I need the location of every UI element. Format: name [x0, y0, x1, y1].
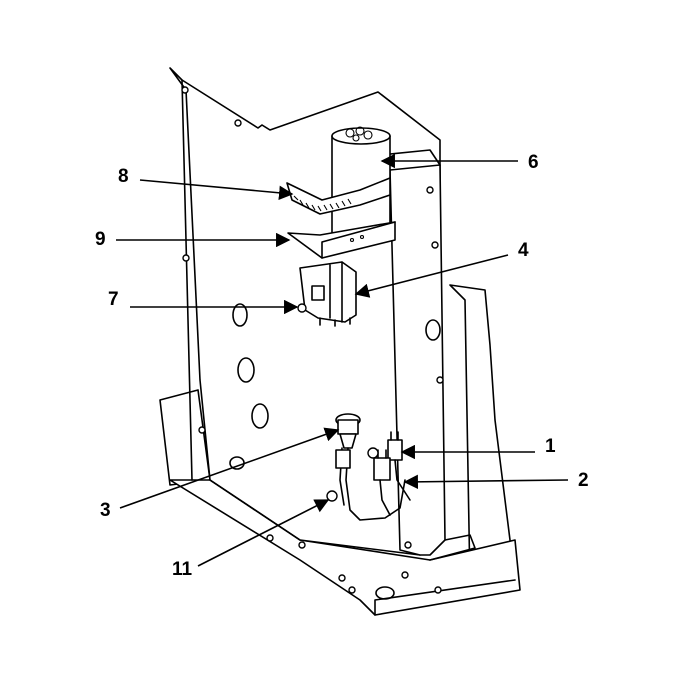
callout-4: 4 — [518, 240, 529, 261]
callout-9: 9 — [95, 229, 106, 250]
leader-11 — [197, 499, 330, 567]
callout-labels: 1 2 3 4 6 7 8 9 11 — [95, 152, 589, 580]
mounting-screws — [181, 86, 444, 594]
leader-3 — [119, 427, 340, 509]
mounting-bracket — [287, 221, 396, 259]
callout-1: 1 — [545, 436, 556, 457]
rear-housing-panel — [159, 284, 516, 586]
callout-6: 6 — [528, 152, 539, 173]
leader-8 — [139, 179, 294, 200]
callout-11: 11 — [172, 559, 193, 580]
callout-7: 7 — [108, 289, 119, 310]
leader-2 — [403, 474, 569, 490]
leader-4 — [354, 254, 509, 298]
callout-2: 2 — [578, 470, 589, 491]
capacitor-strap — [286, 177, 391, 215]
capacitor — [331, 126, 391, 237]
leader-lines — [116, 153, 569, 567]
callout-8: 8 — [118, 166, 129, 187]
contactor-relay — [297, 261, 357, 327]
callout-3: 3 — [100, 500, 111, 521]
